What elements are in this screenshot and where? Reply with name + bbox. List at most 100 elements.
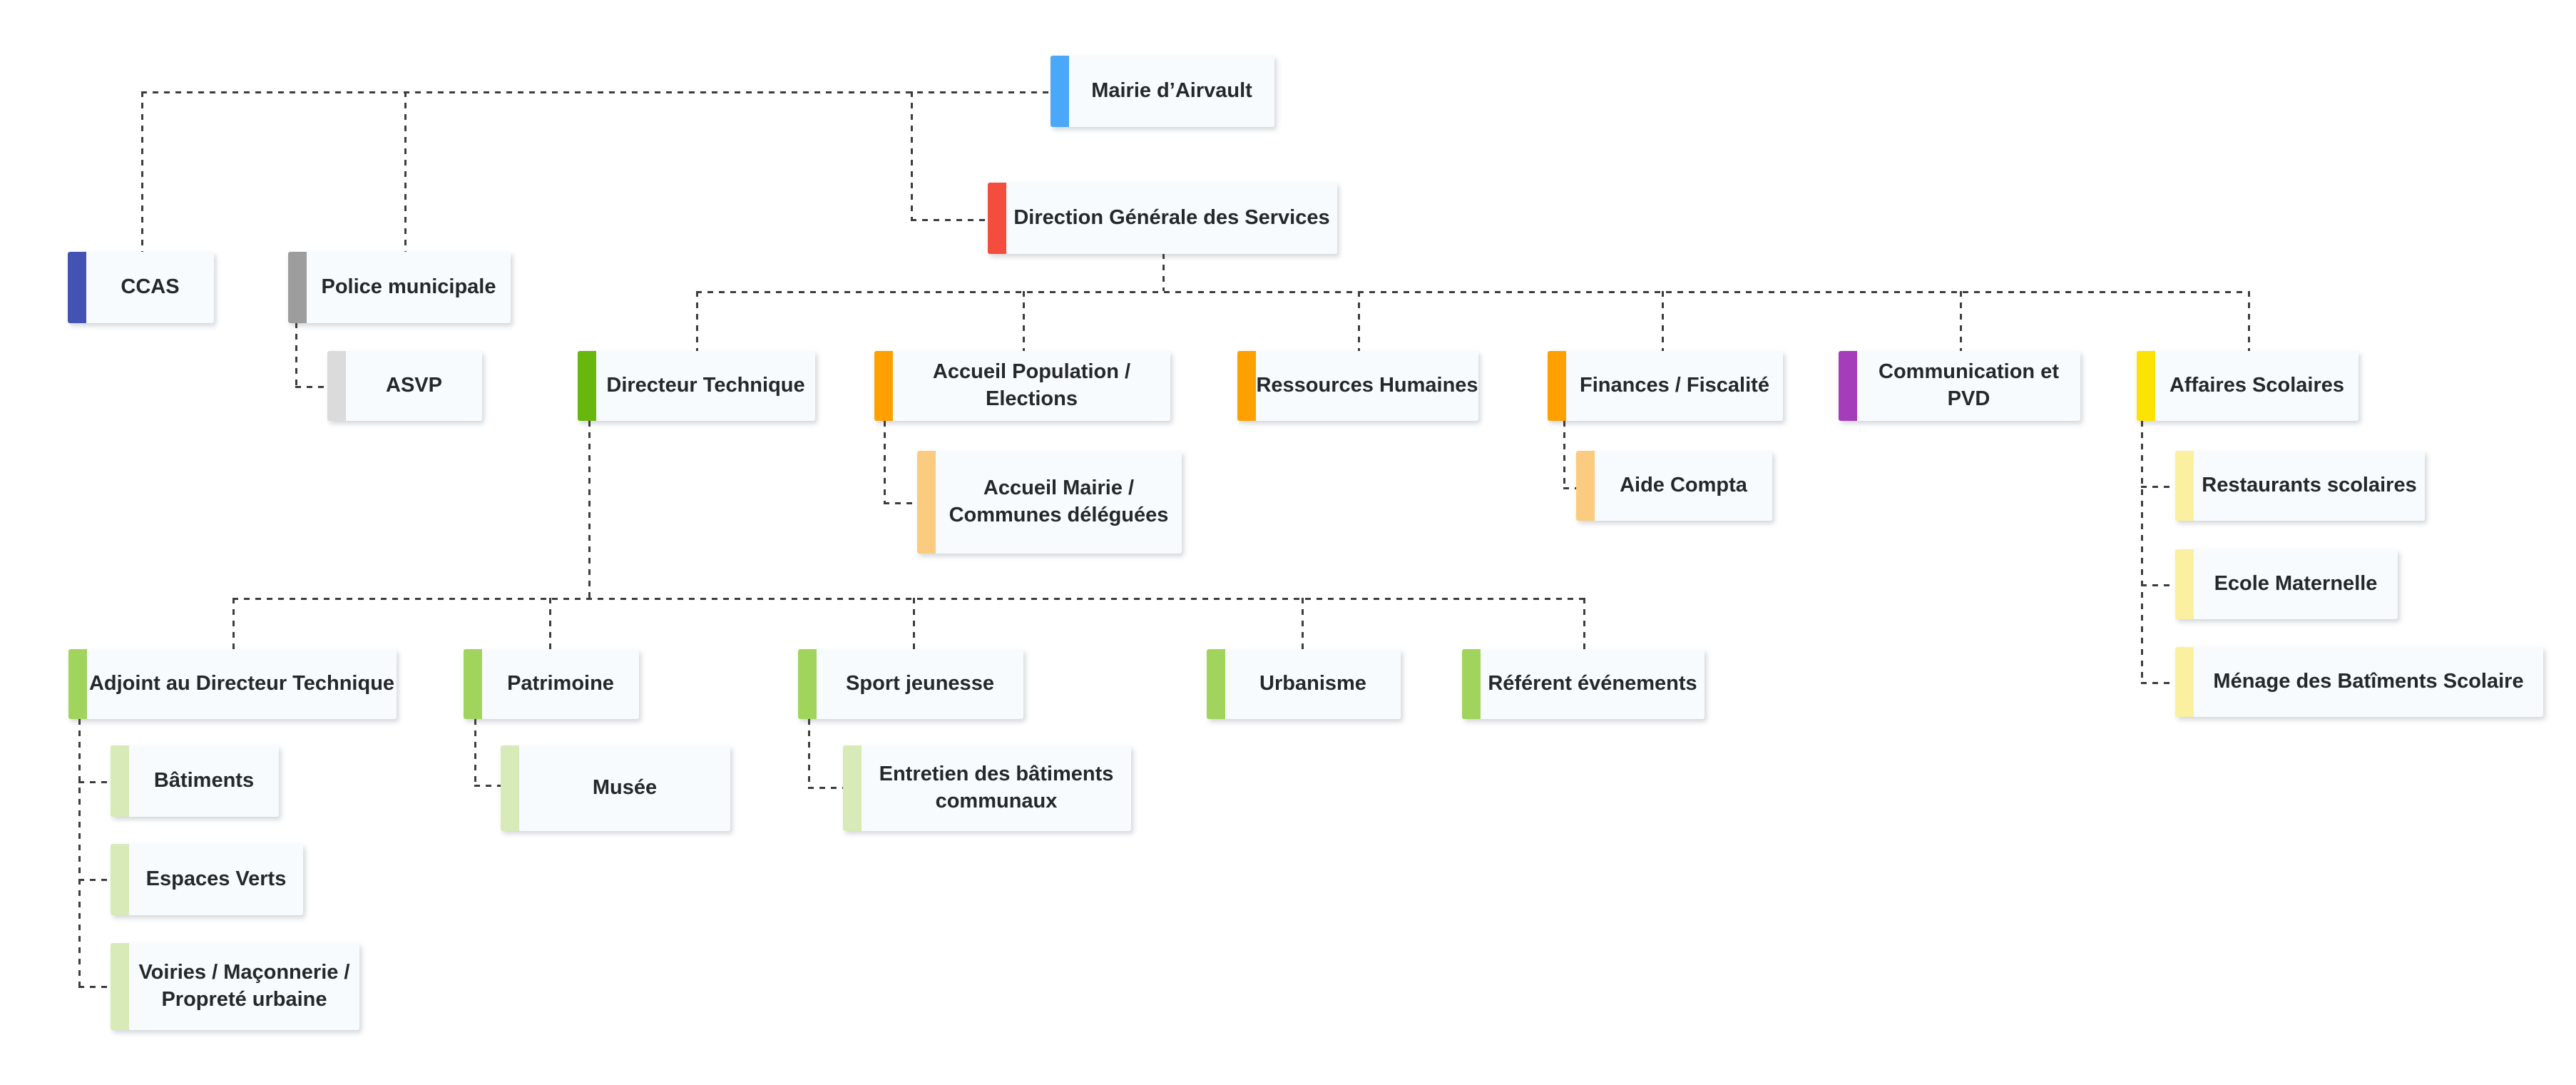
accent-bar <box>2175 451 2194 521</box>
connector-musee-h <box>474 785 501 787</box>
accent-bar <box>288 252 307 323</box>
org-node-adjoint[interactable]: Adjoint au Directeur Technique <box>68 649 397 719</box>
connector-adjoint-drop-v <box>232 598 235 649</box>
accent-bar <box>1207 649 1225 719</box>
org-node-accueilmairie[interactable]: Accueil Mairie / Communes déléguées <box>917 451 1182 554</box>
org-node-label: CCAS <box>121 275 180 299</box>
org-node-voiries[interactable]: Voiries / Maçonnerie / Propreté urbaine <box>111 943 359 1030</box>
connector-urbanisme-drop-v <box>1302 598 1304 649</box>
connector-adjoint-children-v <box>78 719 81 986</box>
connector-dgs-down-v <box>1162 253 1165 291</box>
accent-bar <box>327 351 346 421</box>
accent-bar <box>111 745 129 817</box>
org-node-label: Affaires Scolaires <box>2169 374 2344 397</box>
org-node-label: Patrimoine <box>507 672 614 696</box>
connector-sport-drop-v <box>913 598 915 649</box>
org-node-label: Direction Générale des Services <box>1013 206 1330 230</box>
org-node-entretien[interactable]: Entretien des bâtiments communaux <box>843 745 1131 831</box>
org-node-label: Adjoint au Directeur Technique <box>88 672 395 696</box>
org-node-referent[interactable]: Référent événements <box>1462 649 1704 719</box>
connector-dirtech-down-v <box>588 421 591 598</box>
org-node-label: Musée <box>592 776 658 800</box>
org-node-mairie[interactable]: Mairie d’Airvault <box>1051 56 1274 127</box>
org-node-label: Police municipale <box>321 275 496 299</box>
org-node-sport[interactable]: Sport jeunesse <box>798 649 1023 719</box>
org-node-restscol[interactable]: Restaurants scolaires <box>2175 451 2425 521</box>
org-node-patrimoine[interactable]: Patrimoine <box>464 649 639 719</box>
org-node-label: Espaces Verts <box>145 867 287 891</box>
org-node-dirtech[interactable]: Directeur Technique <box>578 351 815 421</box>
accent-bar <box>1237 351 1256 421</box>
accent-bar <box>2175 647 2194 717</box>
accent-bar <box>111 943 129 1030</box>
connector-dgs-elbow-v <box>911 91 913 219</box>
org-node-finances[interactable]: Finances / Fiscalité <box>1548 351 1783 421</box>
org-node-label: Voiries / Maçonnerie / Propreté urbaine <box>138 961 350 1011</box>
connector-entretien-h <box>808 787 843 789</box>
org-node-police[interactable]: Police municipale <box>288 252 511 323</box>
org-node-label: Sport jeunesse <box>846 672 994 696</box>
org-node-batiments[interactable]: Bâtiments <box>111 745 279 817</box>
connector-dirtech-drop-v <box>696 291 698 351</box>
org-node-label: Accueil Mairie / Communes déléguées <box>949 477 1169 526</box>
org-node-label: Mairie d’Airvault <box>1091 79 1252 103</box>
accent-bar <box>1462 649 1481 719</box>
org-node-label: Accueil Population / Elections <box>932 360 1131 410</box>
org-node-label: Ménage des Batîments Scolaire <box>2213 670 2524 693</box>
org-node-label: Restaurants scolaires <box>2202 474 2417 497</box>
accent-bar <box>111 844 129 915</box>
connector-batiments-h <box>78 781 111 783</box>
connector-technical-bus-h <box>232 598 1583 600</box>
org-node-rh[interactable]: Ressources Humaines <box>1237 351 1478 421</box>
connector-aidecompta-h <box>1563 487 1576 489</box>
org-node-label: Urbanisme <box>1259 672 1366 696</box>
accent-bar <box>68 649 87 719</box>
connector-finances-drop-v <box>1662 291 1664 351</box>
org-node-affscol[interactable]: Affaires Scolaires <box>2137 351 2358 421</box>
connector-patrimoine-drop-v <box>549 598 551 649</box>
accent-bar <box>578 351 596 421</box>
org-node-compvd[interactable]: Communication et PVD <box>1839 351 2080 421</box>
connector-departments-bus-h <box>696 291 2248 293</box>
connector-asvp-v <box>295 322 297 386</box>
org-node-label: Ecole Maternelle <box>2214 572 2378 596</box>
org-node-label: ASVP <box>386 374 442 397</box>
org-node-label: Ressources Humaines <box>1256 374 1478 397</box>
accent-bar <box>68 252 86 323</box>
connector-ccas-drop-v <box>141 91 143 252</box>
accent-bar <box>1051 56 1069 127</box>
org-node-label: Communication et PVD <box>1879 360 2059 410</box>
connector-espaces-h <box>78 879 111 881</box>
accent-bar <box>874 351 893 421</box>
org-node-menage[interactable]: Ménage des Batîments Scolaire <box>2175 647 2543 717</box>
org-node-label: Finances / Fiscalité <box>1580 374 1769 397</box>
connector-police-drop-v <box>404 91 407 252</box>
connector-accueilmairie-v <box>884 421 886 502</box>
connector-musee-v <box>474 719 476 785</box>
org-node-ccas[interactable]: CCAS <box>68 252 214 323</box>
connector-accueilpop-drop-v <box>1023 291 1025 351</box>
connector-mairie-bus-h <box>141 91 1051 93</box>
connector-entretien-v <box>808 719 810 787</box>
accent-bar <box>1576 451 1595 521</box>
org-node-label: Aide Compta <box>1620 474 1747 497</box>
accent-bar <box>1548 351 1566 421</box>
org-node-label: Référent événements <box>1488 672 1697 696</box>
accent-bar <box>2175 549 2194 619</box>
connector-restscol-h <box>2141 486 2175 488</box>
org-node-ecolemat[interactable]: Ecole Maternelle <box>2175 549 2398 619</box>
org-node-urbanisme[interactable]: Urbanisme <box>1207 649 1401 719</box>
org-node-dgs[interactable]: Direction Générale des Services <box>988 183 1337 254</box>
accent-bar <box>843 745 862 831</box>
org-node-espaces[interactable]: Espaces Verts <box>111 844 303 915</box>
connector-aidecompta-v <box>1563 421 1565 487</box>
org-node-accueilpop[interactable]: Accueil Population / Elections <box>874 351 1170 421</box>
accent-bar <box>464 649 482 719</box>
accent-bar <box>988 183 1006 254</box>
org-node-aidecompta[interactable]: Aide Compta <box>1576 451 1772 521</box>
org-node-musee[interactable]: Musée <box>501 745 730 831</box>
org-node-asvp[interactable]: ASVP <box>327 351 482 421</box>
accent-bar <box>1839 351 1857 421</box>
connector-affscol-children-v <box>2141 421 2143 682</box>
